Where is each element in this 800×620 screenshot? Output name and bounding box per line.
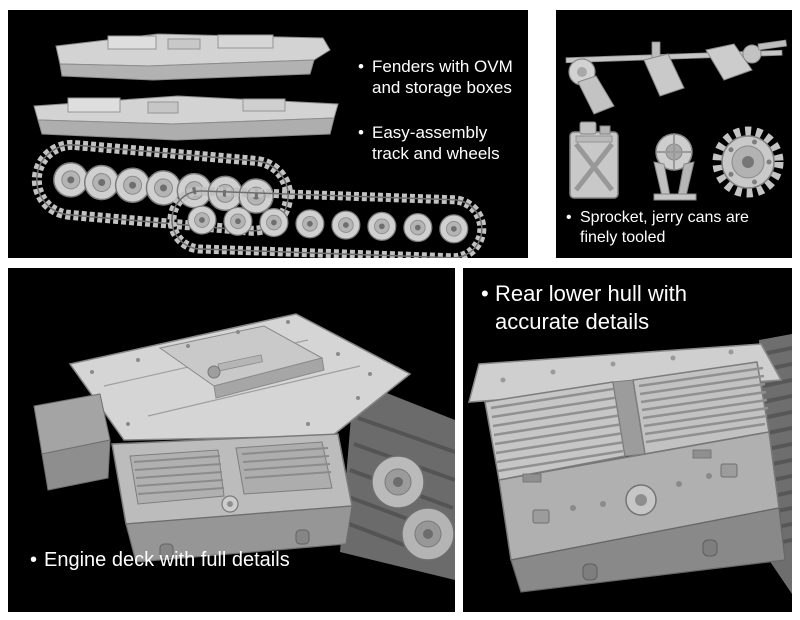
rear-lower-hull-closeup-render [468, 334, 792, 594]
fender-upper-render [55, 33, 331, 81]
panel-bottom-left: • Engine deck with full details [8, 268, 455, 612]
panel-bottom-right: • Rear lower hull with accurate details [463, 268, 792, 612]
engine-deck-tank-render [33, 313, 455, 580]
sprue-parts-render [565, 39, 788, 115]
fenders-and-tracks-render [31, 33, 487, 258]
panel-top-left: • Fenders with OVM and storage boxes • E… [8, 10, 528, 258]
bullet-marker: • [30, 549, 38, 571]
bullet-marker: • [358, 123, 364, 142]
caption-text-engine-deck: Engine deck with full details [44, 549, 290, 571]
caption-engine-deck: • Engine deck with full details [30, 548, 450, 573]
caption-sprocket: • Sprocket, jerry cans are finely tooled [566, 208, 784, 248]
rear-hull-render [468, 334, 792, 594]
sprocket-render [712, 126, 784, 198]
bullet-marker: • [566, 209, 572, 226]
caption-text-rear-hull: Rear lower hull with accurate details [495, 281, 687, 335]
panel-top-right: • Sprocket, jerry cans are finely tooled [556, 10, 792, 258]
caption-text-sprocket: Sprocket, jerry cans are finely tooled [580, 209, 749, 247]
bullet-marker: • [481, 281, 489, 306]
caption-fenders: • Fenders with OVM and storage boxes [358, 56, 526, 98]
jerry-can-render [569, 121, 619, 199]
engine-deck-render [33, 313, 455, 580]
mount-bracket-render [653, 133, 697, 201]
fender-lower-render [33, 95, 339, 141]
caption-text-track: Easy-assembly track and wheels [372, 123, 500, 164]
track-assembly-2-render [167, 186, 487, 258]
small-parts-render [565, 39, 788, 201]
caption-track: • Easy-assembly track and wheels [358, 122, 526, 164]
bullet-marker: • [358, 57, 364, 76]
caption-rear-hull: • Rear lower hull with accurate details [481, 280, 749, 336]
caption-text-fenders: Fenders with OVM and storage boxes [372, 57, 513, 98]
track-assembly-1-render [31, 139, 294, 236]
